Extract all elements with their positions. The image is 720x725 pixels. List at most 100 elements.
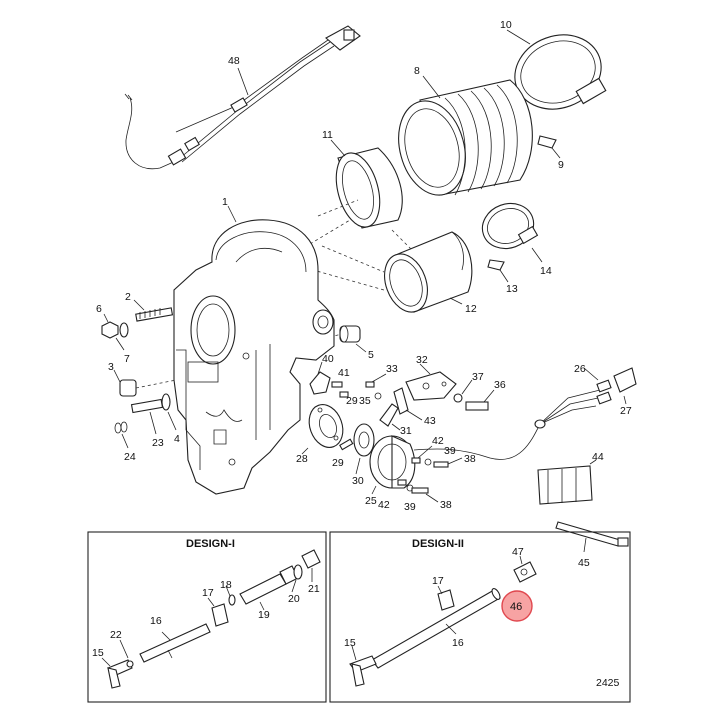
callout-15-design1: 15 [92, 647, 104, 659]
sender-cable [413, 389, 601, 460]
highlight-marker-46[interactable] [501, 590, 533, 622]
callout-33: 33 [386, 363, 398, 375]
callout-26: 26 [574, 363, 586, 375]
callout-25: 25 [365, 495, 377, 507]
plate-32 [405, 371, 457, 401]
fitting-17-design1 [211, 603, 229, 627]
sensor-tube-16-design2 [371, 588, 501, 669]
elbow-fitting-15-design1 [107, 659, 133, 689]
callout-29-lower: 29 [332, 457, 344, 469]
washer-35 [374, 392, 382, 400]
clip-42-upper [411, 457, 421, 464]
callout-37: 37 [472, 371, 484, 383]
callout-7: 7 [124, 353, 130, 365]
callout-39-upper: 39 [444, 445, 456, 457]
screw-29-lower [339, 438, 354, 451]
bushing-5 [339, 325, 361, 343]
callout-28: 28 [296, 453, 308, 465]
callout-15-design2: 15 [344, 637, 356, 649]
bellows-8 [398, 79, 533, 196]
callout-29-upper: 29 [346, 395, 358, 407]
nut-6 [101, 321, 119, 339]
callout-35: 35 [359, 395, 371, 407]
gimbal-housing-1 [173, 219, 335, 495]
callout-14: 14 [540, 265, 552, 277]
elbow-fitting-15-design2 [349, 655, 377, 687]
nut-21 [301, 549, 321, 569]
screw-38-lower [411, 487, 429, 494]
callout-42-upper: 42 [432, 435, 444, 447]
callout-23: 23 [152, 437, 164, 449]
callout-16-design2: 16 [452, 637, 464, 649]
callout-22: 22 [110, 629, 122, 641]
callout-9: 9 [558, 159, 564, 171]
callout-40: 40 [322, 353, 334, 365]
bracket-44 [537, 465, 593, 505]
washer-37 [453, 393, 463, 403]
callout-44: 44 [592, 451, 604, 463]
o-ring-18 [228, 594, 236, 606]
hose-clamp-10 [514, 34, 607, 110]
callout-5: 5 [368, 349, 374, 361]
wiring-harness-48 [124, 25, 361, 170]
screw-33 [365, 381, 375, 388]
callout-3: 3 [108, 361, 114, 373]
screw-29-upper [339, 391, 349, 398]
o-ring-24a [114, 422, 122, 434]
sender-housing-25 [369, 435, 416, 489]
callout-11: 11 [322, 129, 333, 141]
connector-27 [613, 367, 637, 393]
callout-39-lower: 39 [404, 501, 416, 513]
link-31-43 [379, 387, 409, 427]
rotor-30 [353, 423, 375, 457]
o-ring-4 [161, 393, 171, 411]
callout-6: 6 [96, 303, 102, 315]
trim-sender-parts [114, 379, 177, 434]
callout-13: 13 [506, 283, 518, 295]
callout-24: 24 [124, 451, 136, 463]
exhaust-tube-12 [384, 231, 473, 313]
callout-19: 19 [258, 609, 270, 621]
clip-9 [537, 135, 557, 149]
callout-18: 18 [220, 579, 232, 591]
callout-10: 10 [500, 19, 512, 31]
callout-46: 46 [510, 601, 522, 613]
callout-17-design1: 17 [202, 587, 214, 599]
design-2-panel: DESIGN-II 16 17 47 15 46 [329, 531, 631, 703]
callout-30: 30 [352, 475, 364, 487]
callout-41: 41 [338, 367, 350, 379]
clip-42-lower [397, 479, 407, 486]
clip-13 [487, 259, 505, 271]
callout-48: 48 [228, 55, 240, 67]
drawing-number: 2425 [596, 677, 620, 689]
bolt-36 [465, 401, 489, 411]
callout-20: 20 [288, 593, 300, 605]
o-ring-24b [120, 421, 128, 433]
fitting-17-design2 [437, 589, 455, 611]
callout-17-design2: 17 [432, 575, 444, 587]
design-1-panel: DESIGN-I 16 17 18 19 20 21 1 [87, 531, 327, 703]
callout-16-design1: 16 [150, 615, 162, 627]
callout-8: 8 [414, 65, 420, 77]
callout-2: 2 [125, 291, 131, 303]
callout-36: 36 [494, 379, 506, 391]
callout-43: 43 [424, 415, 436, 427]
hose-clamp-14 [481, 202, 539, 250]
callout-42-lower: 42 [378, 499, 390, 511]
screw-41 [331, 381, 343, 388]
callout-27: 27 [620, 405, 632, 417]
callout-12: 12 [465, 303, 477, 315]
callout-4: 4 [174, 433, 180, 445]
connector-26 [596, 379, 612, 405]
trim-sender-28 [308, 404, 344, 448]
callout-1: 1 [222, 196, 228, 208]
exhaust-ring-11 [335, 147, 403, 229]
design-2-title: DESIGN-II [412, 538, 464, 550]
design-1-title: DESIGN-I [186, 538, 235, 550]
adapter-19 [239, 565, 299, 605]
sensor-tube-16-design1 [139, 623, 211, 663]
callout-32: 32 [416, 354, 428, 366]
callout-45: 45 [578, 557, 590, 569]
